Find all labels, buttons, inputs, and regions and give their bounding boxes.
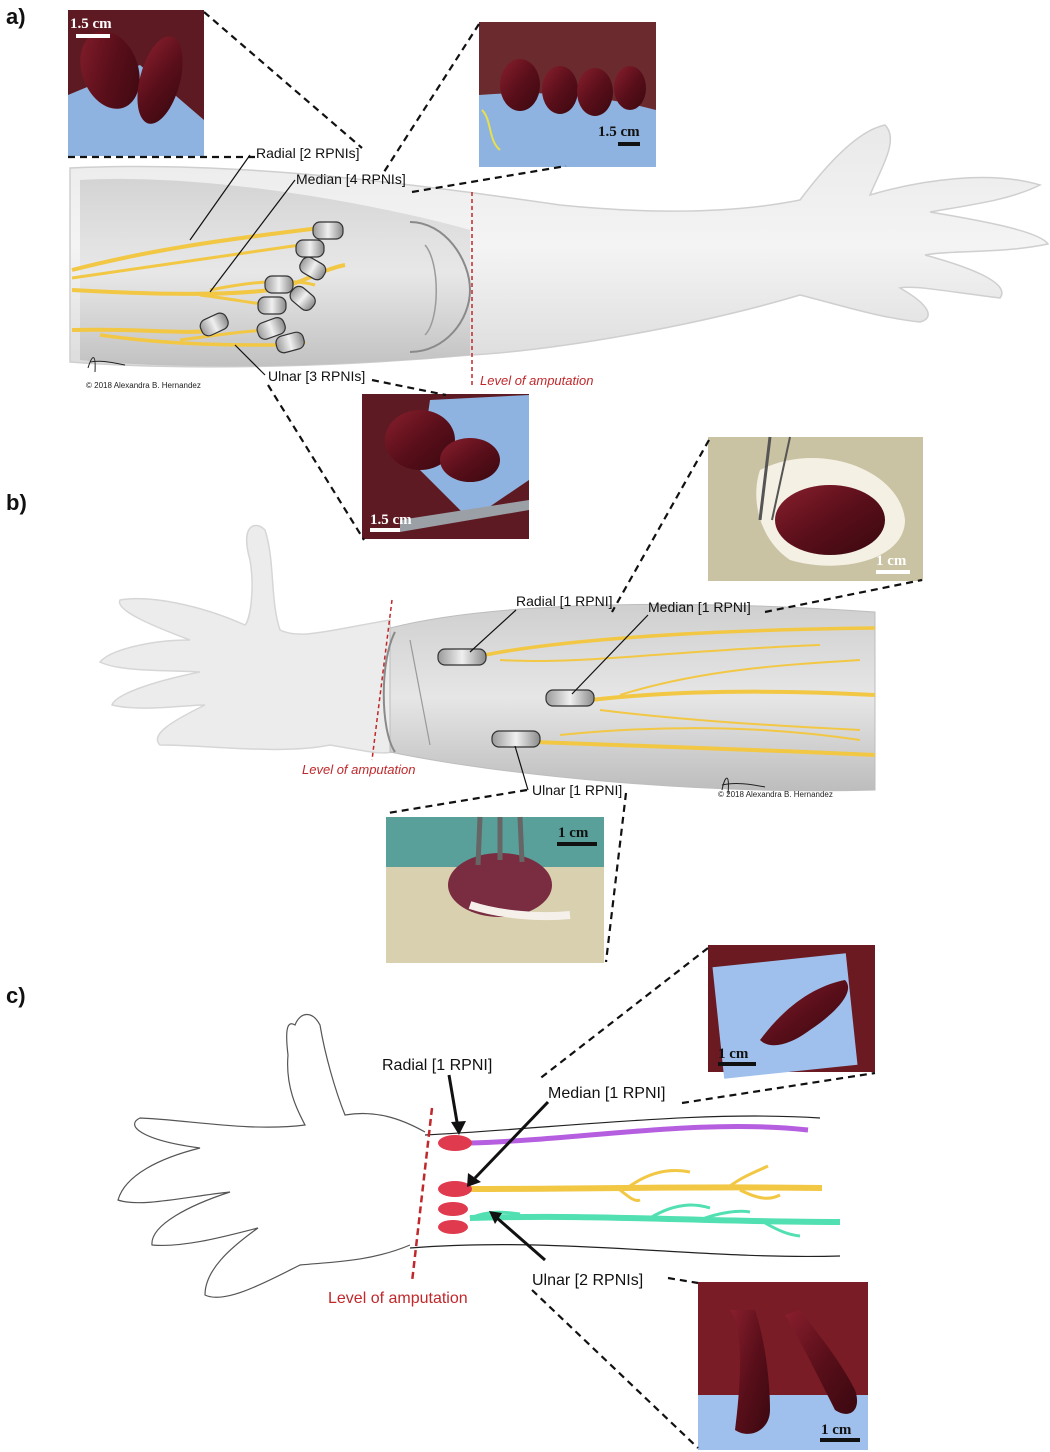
ulnar-nerve [470,1217,840,1222]
rpni-oval [438,1220,468,1234]
hand-outline [118,1014,425,1297]
panel-c-amputation-label: Level of amputation [328,1290,468,1307]
rpni-oval [438,1135,472,1151]
panel-b-ulnar-label: Ulnar [1 RPNI] [532,782,622,798]
rpni-cuff [546,690,594,706]
rpni-cuff [296,240,324,257]
panel-c-radial-label: Radial [1 RPNI] [382,1057,492,1074]
panel-a-photo-median: 1.5 cm [479,22,656,167]
scale-bar-label: 1 cm [558,825,589,841]
panel-c-photo-median: 1 cm [708,945,875,1079]
panel-a-photo-radial: 1.5 cm [68,10,204,156]
panel-c-amputation-line [412,1108,432,1282]
panel-a-letter: a) [6,4,26,29]
rpni-cuff [313,222,343,239]
panel-a-median-label: Median [4 RPNIs] [296,171,406,187]
scale-bar-label: 1 cm [821,1422,852,1438]
rpni-cuff [265,276,293,293]
panel-c-median-label: Median [1 RPNI] [548,1085,665,1102]
panel-b-copyright: © 2018 Alexandra B. Hernandez [718,790,833,799]
panel-a-ulnar-label: Ulnar [3 RPNIs] [268,368,365,384]
panel-b-amputation-label: Level of amputation [302,762,415,777]
rpni-oval [438,1181,472,1197]
panel-b-median-label: Median [1 RPNI] [648,599,751,615]
panel-b-photo-ulnar: 1 cm [386,817,604,963]
scale-bar-label: 1 cm [876,553,907,569]
panel-c-ulnar-label: Ulnar [2 RPNIs] [532,1272,643,1289]
hand-silhouette [100,525,392,752]
panel-c-photo-ulnar: 1 cm [698,1282,868,1450]
panel-b-letter: b) [6,490,27,515]
panel-c-letter: c) [6,983,26,1008]
median-nerve [470,1187,822,1189]
panel-a-photo-ulnar: 1.5 cm [362,394,529,539]
panel-a-radial-label: Radial [2 RPNIs] [256,145,359,161]
rpni-cuff [438,649,486,665]
scale-bar-label: 1.5 cm [370,512,412,528]
panel-c: c) Level of amputation Radial [1 RPNI] M… [6,945,875,1450]
panel-b-radial-label: Radial [1 RPNI] [516,593,612,609]
panel-a-amputation-label: Level of amputation [480,373,593,388]
rpni-cuff [492,731,540,747]
panel-b-photo-median: 1 cm [708,437,923,581]
rpni-cuff [258,297,286,314]
scale-bar-label: 1.5 cm [598,124,640,140]
ulnar-nerve [72,330,215,332]
rpni-oval [438,1202,468,1216]
panel-a-copyright: © 2018 Alexandra B. Hernandez [86,381,201,390]
scale-bar-label: 1 cm [718,1046,749,1062]
scale-bar-label: 1.5 cm [70,16,112,32]
